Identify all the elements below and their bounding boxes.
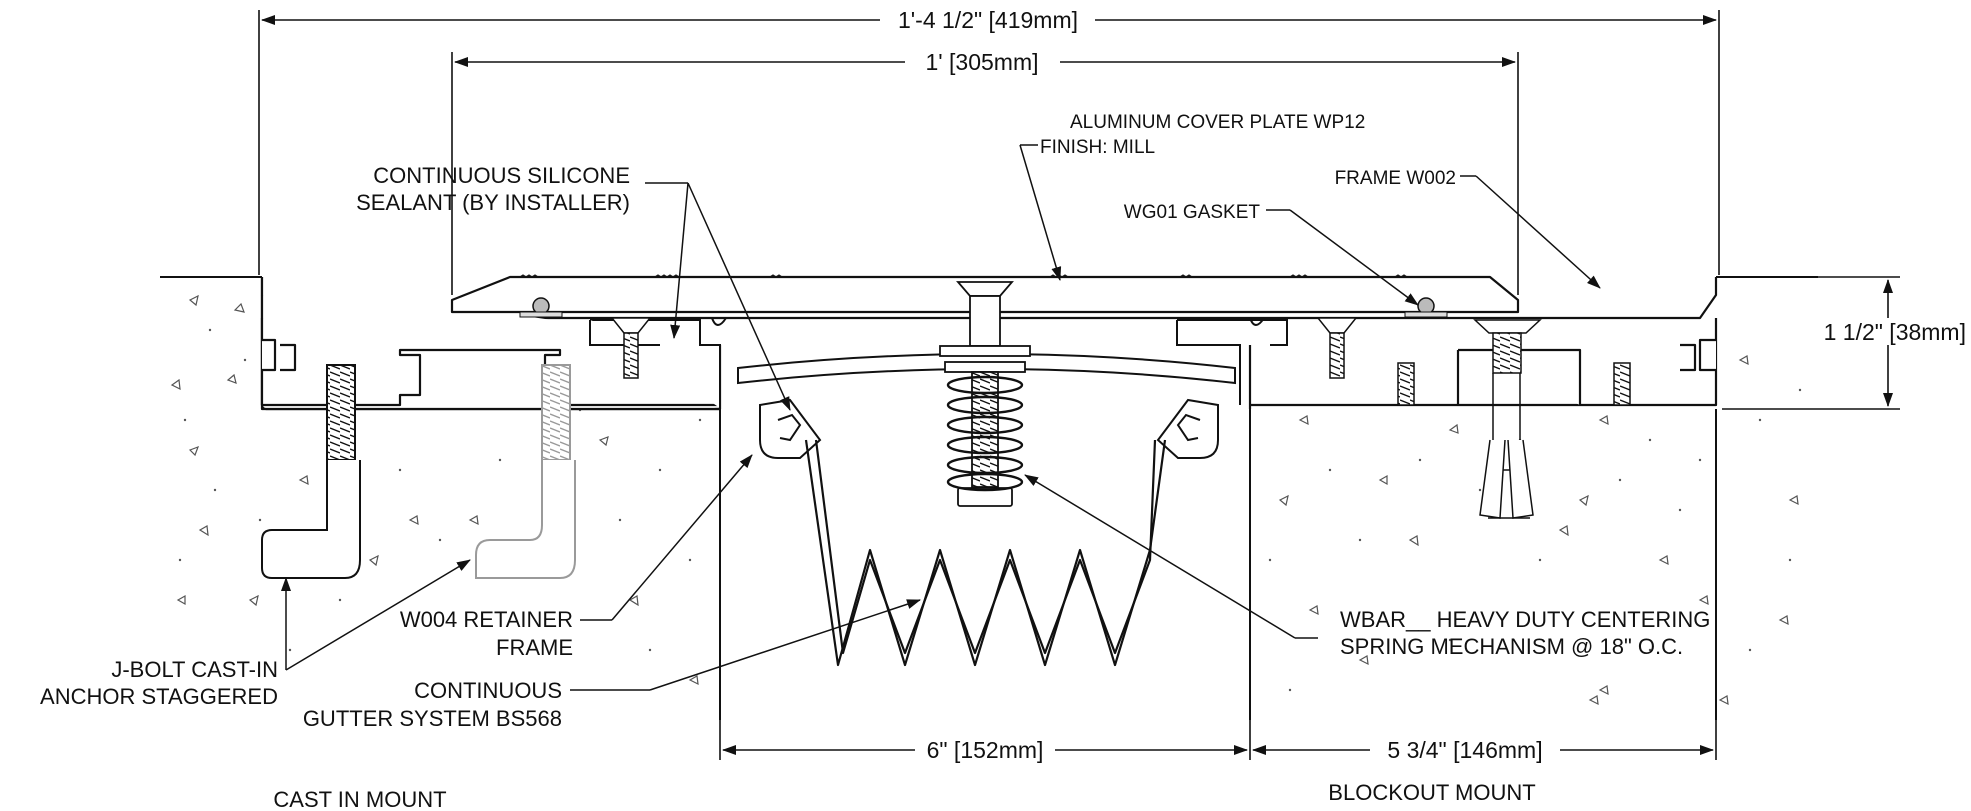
cover-plate-label-2: FINISH: MILL [1040, 137, 1155, 158]
concrete-dots [178, 328, 1802, 692]
concrete-left [160, 276, 721, 720]
clip-left [589, 317, 727, 408]
gasket-label: WG01 GASKET [1124, 202, 1261, 223]
center-bolt [939, 281, 1031, 507]
dim-height-label: 1 1/2" [38mm] [1824, 319, 1966, 345]
bolts-right-frame [1397, 362, 1631, 406]
screw-left [610, 317, 652, 379]
mount-left-label: CAST IN MOUNT [273, 787, 446, 811]
centering-spring [946, 375, 1024, 492]
dim-blockout-label: 5 3/4" [146mm] [1387, 737, 1542, 763]
sealant-label-1: CONTINUOUS SILICONE [373, 163, 630, 188]
spring-label-2: SPRING MECHANISM @ 18" O.C. [1340, 634, 1683, 659]
frame-label: FRAME W002 [1335, 168, 1456, 189]
jbolt-label-1: J-BOLT CAST-IN [111, 657, 278, 682]
cover-plate-label-1: ALUMINUM COVER PLATE WP12 [1070, 112, 1365, 133]
dim-cover-label: 1' [305mm] [925, 49, 1038, 75]
retainer-frame-right [1156, 398, 1219, 459]
leaders [281, 144, 1601, 691]
screw-right [1316, 317, 1358, 379]
dim-cover [451, 52, 1519, 295]
mount-right-label: BLOCKOUT MOUNT [1328, 780, 1535, 805]
dim-gap-label: 6" [152mm] [927, 737, 1044, 763]
sealant-label-2: SEALANT (BY INSTALLER) [356, 190, 630, 215]
gutter-system [804, 439, 1167, 667]
j-bolt-left [261, 364, 361, 579]
frame-right [1248, 318, 1718, 409]
gutter-label-1: CONTINUOUS [414, 678, 562, 703]
anchor-right [1473, 319, 1542, 519]
jbolt-label-2: ANCHOR STAGGERED [40, 684, 278, 709]
retainer-label-1: W004 RETAINER [400, 607, 573, 632]
gutter-label-2: GUTTER SYSTEM BS568 [303, 706, 562, 731]
spring-label-1: WBAR__ HEAVY DUTY CENTERING [1340, 607, 1710, 632]
retainer-label-2: FRAME [496, 635, 573, 660]
dim-gap [719, 720, 1251, 760]
gasket-right [1404, 297, 1448, 318]
dim-blockout [1252, 720, 1717, 760]
j-bolt-staggered [475, 364, 576, 579]
dim-overall [258, 10, 1720, 275]
retainer-frame-left [759, 398, 822, 459]
gasket-left [519, 297, 563, 318]
dim-overall-label: 1'-4 1/2" [419mm] [898, 7, 1078, 33]
clip-right [1176, 317, 1288, 405]
dim-height [1722, 276, 1900, 410]
